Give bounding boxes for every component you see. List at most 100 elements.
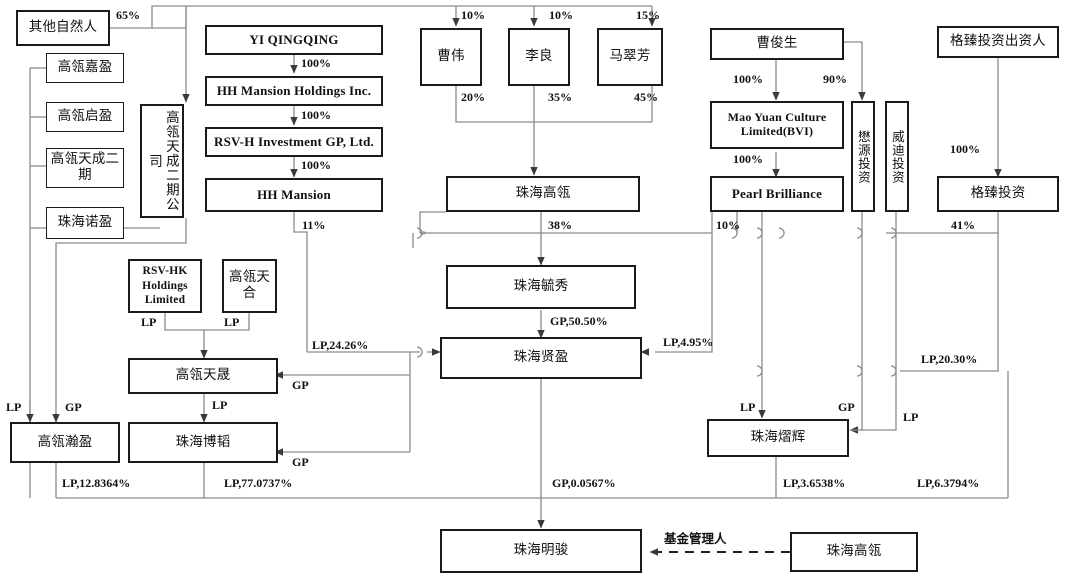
node-label: 高瓴嘉盈 [57, 59, 113, 76]
node-label: 格臻投资出资人 [950, 33, 1046, 50]
edge-label-lp-xihui: LP [740, 400, 756, 414]
edge-label-gezhen-41: 41% [951, 218, 975, 232]
node-gaoling-hanying[interactable]: 高瓴瀚盈 [10, 422, 120, 463]
edge-label-macuifang-45: 45% [634, 90, 658, 104]
node-hh-mansion-holdings[interactable]: HH Mansion Holdings Inc. [205, 76, 383, 106]
edge-label-lp-3-6538: LP,3.6538% [783, 476, 846, 490]
node-label: RSV-H Investment GP, Ltd. [214, 133, 374, 149]
node-label: 高瓴天成二期 [50, 151, 120, 183]
node-zhuhai-yuxiu[interactable]: 珠海毓秀 [446, 265, 636, 309]
edge-label-lp-24-26: LP,24.26% [312, 338, 369, 352]
node-gaoling-tiancheng-2-company[interactable]: 高瓴天成二期公司 [140, 104, 184, 218]
edge-label-lp-tiansheng-botao: LP [212, 398, 228, 412]
node-label: 格臻投资 [970, 185, 1026, 202]
node-maoyuan-investment[interactable]: 懋源投资 [851, 101, 875, 212]
node-other-natural-persons[interactable]: 其他自然人 [16, 10, 110, 46]
edge-label-gp-botao: GP [292, 455, 309, 469]
edge-label-gp-0-0567: GP,0.0567% [552, 476, 616, 490]
node-label: RSV-HK Holdings Limited [142, 265, 188, 307]
node-label: 珠海明骏 [513, 542, 569, 559]
node-ma-cuifang[interactable]: 马翠芳 [597, 28, 663, 86]
node-mao-yuan-culture[interactable]: Mao Yuan Culture Limited(BVI) [710, 101, 844, 149]
edge-label-lp-6-3794: LP,6.3794% [917, 476, 980, 490]
node-label: HH Mansion [257, 186, 331, 202]
edge-label-lp-xihui-2: LP [903, 410, 919, 424]
edge-label-other-65: 65% [116, 8, 140, 22]
node-yi-qingqing[interactable]: YI QINGQING [205, 25, 383, 55]
node-label: 曹伟 [437, 48, 465, 65]
edge-label-lp-tianhe: LP [224, 315, 240, 329]
edge-label-lp-20-30: LP,20.30% [921, 352, 978, 366]
edge-label-lp-77-0737: LP,77.0737% [224, 476, 293, 490]
edge-label-liliang-35: 35% [548, 90, 572, 104]
node-label: 高瓴天合 [228, 269, 271, 301]
edge-label-lp-left: LP [6, 400, 22, 414]
edge-label-yq-100: 100% [301, 56, 331, 70]
edge-label-caojunsheng-90: 90% [823, 72, 847, 86]
node-label: 珠海熠辉 [750, 429, 806, 446]
node-label: 懋源投资 [855, 129, 871, 184]
edge-label-hhh-100: 100% [301, 108, 331, 122]
node-rsvh-investment-gp[interactable]: RSV-H Investment GP, Ltd. [205, 127, 383, 157]
node-gaoling-jiaying[interactable]: 高瓴嘉盈 [46, 53, 124, 83]
edge-label-caowei-20: 20% [461, 90, 485, 104]
node-li-liang[interactable]: 李良 [508, 28, 570, 86]
node-label: 珠海高瓴 [826, 543, 882, 560]
node-label: HH Mansion Holdings Inc. [216, 82, 372, 98]
edge-label-fund-manager: 基金管理人 [664, 531, 727, 546]
node-zhuhai-xianying[interactable]: 珠海贤盈 [440, 337, 642, 379]
node-hh-mansion[interactable]: HH Mansion [205, 178, 383, 212]
node-weidi-investment[interactable]: 威迪投资 [885, 101, 909, 212]
edge-label-gp-50-50: GP,50.50% [550, 314, 608, 328]
edge-label-lp-4-95: LP,4.95% [663, 335, 714, 349]
node-gaoling-tiancheng-2[interactable]: 高瓴天成二期 [46, 148, 124, 188]
node-rsv-hk-holdings[interactable]: RSV-HK Holdings Limited [128, 259, 202, 313]
node-label: YI QINGQING [249, 31, 339, 47]
node-label: 其他自然人 [28, 19, 98, 36]
node-label: 高瓴瀚盈 [37, 433, 93, 450]
node-label: 曹俊生 [756, 35, 798, 52]
edge-label-caowei-10: 10% [461, 8, 485, 22]
edge-label-gp-xihui: GP [838, 400, 855, 414]
node-label: 高瓴启盈 [57, 108, 113, 125]
node-gezhen-investment[interactable]: 格臻投资 [937, 176, 1059, 212]
node-gaoling-qiying[interactable]: 高瓴启盈 [46, 102, 124, 132]
node-zhuhai-nuoying[interactable]: 珠海诺盈 [46, 207, 124, 239]
node-label: 珠海毓秀 [513, 278, 569, 295]
node-label: Mao Yuan Culture Limited(BVI) [727, 110, 827, 138]
node-label: 李良 [525, 48, 553, 65]
node-zhuhai-gaoling-manager[interactable]: 珠海高瓴 [790, 532, 918, 572]
edge-label-maoyuan-100: 100% [733, 152, 763, 166]
edge-label-zhuhaigaoling-38: 38% [548, 218, 572, 232]
node-label: 马翠芳 [609, 48, 651, 65]
node-gaoling-tiansheng[interactable]: 高瓴天晟 [128, 358, 278, 394]
edge-label-macuifang-15: 15% [636, 8, 660, 22]
node-cao-wei[interactable]: 曹伟 [420, 28, 482, 86]
node-zhuhai-botao[interactable]: 珠海博韬 [128, 422, 278, 463]
node-zhuhai-mingjun[interactable]: 珠海明骏 [440, 529, 642, 573]
node-label: 珠海博韬 [175, 433, 231, 450]
node-zhuhai-gaoling[interactable]: 珠海高瓴 [446, 176, 640, 212]
node-label: 威迪投资 [889, 129, 905, 184]
node-label: 珠海诺盈 [57, 214, 113, 231]
node-label: 珠海高瓴 [515, 185, 571, 202]
node-label: 高瓴天成二期公司 [146, 110, 179, 212]
edge-label-rsvh-100: 100% [301, 158, 331, 172]
node-label: 珠海贤盈 [513, 349, 569, 366]
edge-label-pearl-10: 10% [716, 218, 740, 232]
node-zhuhai-xihui[interactable]: 珠海熠辉 [707, 419, 849, 457]
node-pearl-brilliance[interactable]: Pearl Brilliance [710, 176, 844, 212]
edge-label-hhmansion-11: 11% [302, 218, 326, 232]
node-label: Pearl Brilliance [731, 185, 823, 201]
edge-label-lp-rsvhk: LP [141, 315, 157, 329]
edge-label-gezhen-100: 100% [950, 142, 980, 156]
node-cao-junsheng[interactable]: 曹俊生 [710, 28, 844, 60]
edge-label-gp-tiansheng: GP [292, 378, 309, 392]
node-gezhen-investment-funders[interactable]: 格臻投资出资人 [937, 26, 1059, 58]
edge-label-lp-12-8364: LP,12.8364% [62, 476, 131, 490]
node-gaoling-tianhe[interactable]: 高瓴天合 [222, 259, 277, 313]
node-label: 高瓴天晟 [175, 367, 231, 384]
edge-label-liliang-10: 10% [549, 8, 573, 22]
